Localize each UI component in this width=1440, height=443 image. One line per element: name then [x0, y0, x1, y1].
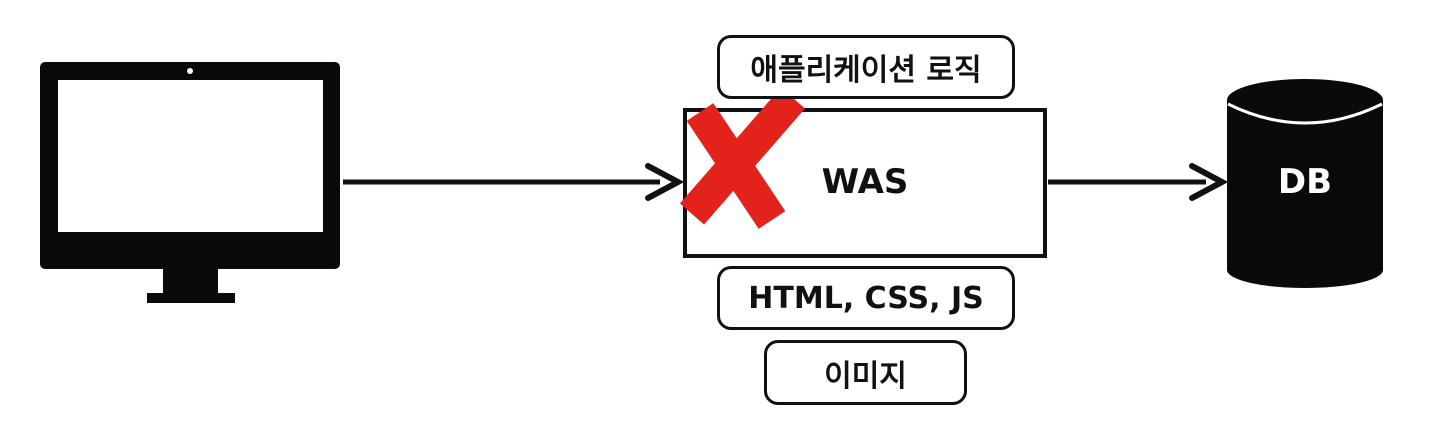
app-logic-box: 애플리케이션 로직 — [717, 35, 1015, 99]
cross-mark-icon — [679, 87, 806, 229]
was-label: WAS — [821, 162, 909, 202]
database-icon — [1227, 79, 1383, 288]
static-files-label: HTML, CSS, JS — [748, 280, 984, 316]
arrow-client-to-was — [343, 163, 685, 201]
image-label: 이미지 — [824, 358, 907, 394]
app-logic-label: 애플리케이션 로직 — [750, 53, 982, 88]
db-label: DB — [1277, 162, 1333, 202]
monitor-icon — [40, 62, 340, 303]
static-files-box: HTML, CSS, JS — [717, 266, 1015, 330]
image-box: 이미지 — [764, 340, 967, 405]
arrow-was-to-db — [1048, 163, 1229, 201]
